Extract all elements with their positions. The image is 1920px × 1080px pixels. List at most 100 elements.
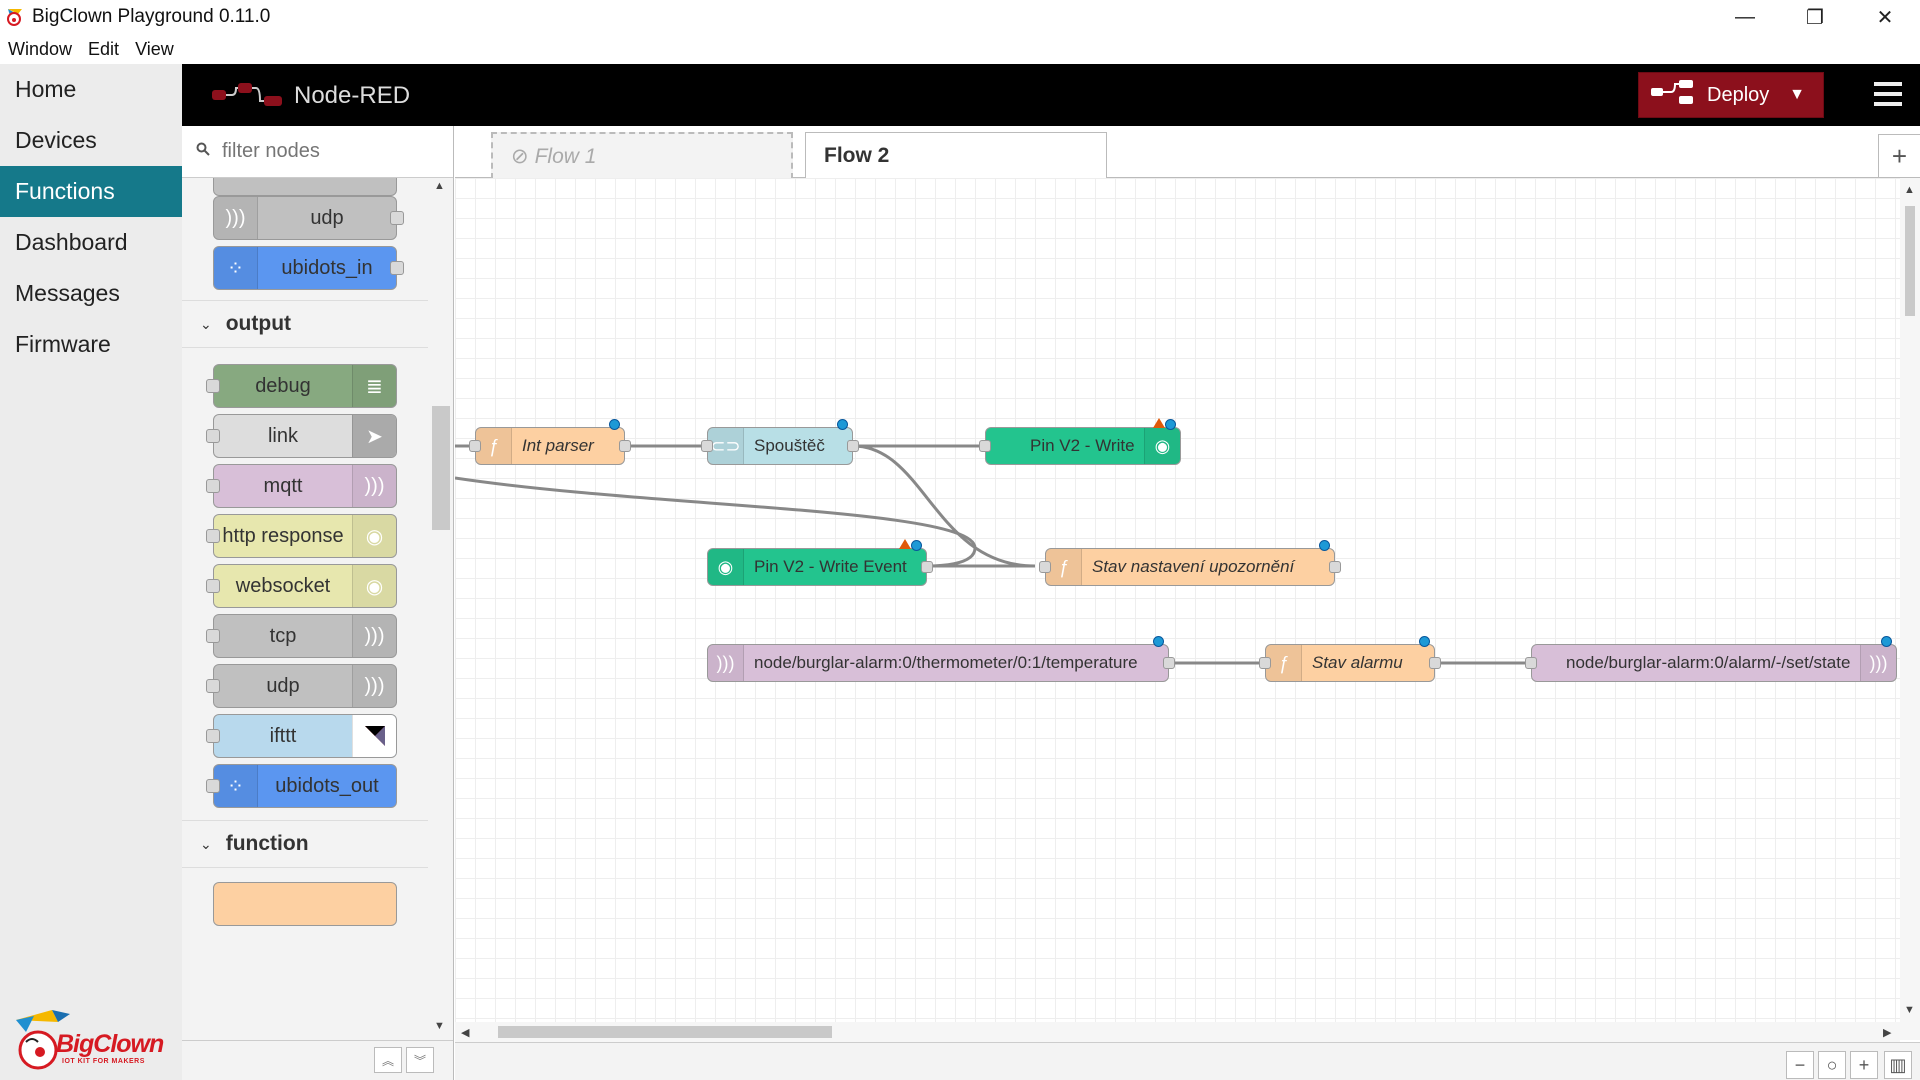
deploy-icon	[1649, 79, 1695, 111]
output-port[interactable]	[921, 561, 933, 573]
flow-node-stav-alarmu[interactable]: ƒ Stav alarmu	[1259, 636, 1441, 682]
category-output-header[interactable]: ⌄ output	[182, 300, 428, 348]
bigclown-app-icon	[6, 7, 24, 27]
palette-node-label: mqtt	[263, 474, 303, 497]
minimize-button[interactable]: —	[1735, 5, 1755, 28]
zoom-in-icon[interactable]: +	[1850, 1051, 1878, 1079]
output-port[interactable]	[1163, 657, 1175, 669]
input-port[interactable]	[701, 440, 713, 452]
menu-edit[interactable]: Edit	[88, 38, 120, 59]
app-sidebar: Home Devices Functions Dashboard Message…	[0, 64, 182, 1080]
scroll-up-icon[interactable]: ▲	[434, 180, 445, 192]
flow-node-int-parser[interactable]: ƒ Int parser	[469, 419, 631, 465]
output-port[interactable]	[390, 211, 404, 225]
flow-node-mqtt-in[interactable]: ))) node/burglar-alarm:0/thermometer/0:1…	[707, 636, 1175, 682]
sidebar-item-home[interactable]: Home	[15, 76, 77, 102]
scroll-left-icon[interactable]: ◀	[461, 1027, 470, 1039]
tab-flow-2[interactable]: Flow 2	[805, 132, 1107, 179]
category-label: output	[225, 312, 292, 335]
palette-scrollbar[interactable]: ▲ ▼	[428, 178, 453, 1038]
deploy-dropdown-icon[interactable]: ▼	[1789, 86, 1805, 103]
input-port[interactable]	[1259, 657, 1271, 669]
navigator-icon[interactable]: ▥	[1884, 1051, 1912, 1079]
palette-node-ifttt[interactable]: ifttt	[206, 714, 397, 758]
output-port[interactable]	[619, 440, 631, 452]
flow-node-pin-v2-write[interactable]: Pin V2 - Write ◉	[979, 418, 1181, 465]
deploy-button[interactable]: Deploy ▼	[1638, 72, 1824, 118]
input-port[interactable]	[979, 440, 991, 452]
collapse-all-icon[interactable]: ︽	[374, 1047, 402, 1073]
output-port[interactable]	[847, 440, 859, 452]
nodered-header: Node-RED Deploy ▼	[182, 64, 1920, 126]
palette-node-websocket[interactable]: websocket ◉	[206, 564, 397, 608]
input-port[interactable]	[206, 629, 220, 643]
palette-node-link[interactable]: link ➤	[206, 414, 397, 458]
maximize-button[interactable]: ❐	[1806, 6, 1824, 29]
vertical-scroll-thumb[interactable]	[1905, 206, 1915, 316]
output-port[interactable]	[390, 261, 404, 275]
sidebar-item-dashboard[interactable]: Dashboard	[15, 229, 128, 255]
palette-node-debug[interactable]: debug ≣	[206, 364, 397, 408]
flow-node-stav-nastaveni[interactable]: ƒ Stav nastavení upozornění	[1039, 540, 1341, 586]
palette-node-udp-out[interactable]: udp )))	[206, 664, 397, 708]
output-port[interactable]	[1329, 561, 1341, 573]
workspace-horizontal-scrollbar[interactable]: ◀ ▶	[455, 1022, 1900, 1042]
menu-view[interactable]: View	[135, 38, 174, 59]
sidebar-item-firmware[interactable]: Firmware	[15, 331, 111, 357]
input-port[interactable]	[206, 429, 220, 443]
palette-node-udp-in[interactable]: ))) udp	[213, 196, 404, 240]
flow-node-mqtt-out[interactable]: node/burglar-alarm:0/alarm/-/set/state )…	[1525, 636, 1897, 682]
deploy-label: Deploy	[1707, 83, 1770, 106]
input-port[interactable]	[206, 579, 220, 593]
workspace-footer: − ○ + ▥	[455, 1042, 1920, 1080]
sidebar-item-devices[interactable]: Devices	[15, 127, 97, 153]
palette-node-tcp[interactable]: tcp )))	[206, 614, 397, 658]
workspace-vertical-scrollbar[interactable]: ▲ ▼	[1900, 178, 1920, 1040]
sidebar-item-messages[interactable]: Messages	[15, 280, 120, 306]
palette-node-label: websocket	[235, 574, 331, 597]
zoom-out-icon[interactable]: −	[1786, 1051, 1814, 1079]
input-port[interactable]	[469, 440, 481, 452]
palette-node-partial-bottom[interactable]	[213, 882, 397, 926]
flow-node-pin-v2-write-event[interactable]: ◉ Pin V2 - Write Event	[707, 539, 933, 586]
palette-node-partial[interactable]	[213, 178, 397, 196]
sidebar-item-functions[interactable]: Functions	[0, 166, 182, 217]
scroll-down-icon[interactable]: ▼	[434, 1020, 445, 1032]
input-port[interactable]	[206, 779, 220, 793]
palette-scroll-thumb[interactable]	[432, 406, 450, 530]
input-port[interactable]	[206, 379, 220, 393]
scroll-right-icon[interactable]: ▶	[1883, 1027, 1892, 1039]
chevron-down-icon: ⌄	[200, 315, 212, 332]
scroll-up-icon[interactable]: ▲	[1904, 184, 1915, 196]
add-flow-icon[interactable]: +	[1878, 134, 1920, 178]
zoom-reset-icon[interactable]: ○	[1818, 1051, 1846, 1079]
input-port[interactable]	[206, 729, 220, 743]
horizontal-scroll-thumb[interactable]	[498, 1026, 832, 1038]
input-port[interactable]	[1525, 657, 1537, 669]
flow-node-label: node/burglar-alarm:0/alarm/-/set/state	[1566, 653, 1851, 672]
input-port[interactable]	[1039, 561, 1051, 573]
palette-node-mqtt[interactable]: mqtt )))	[206, 464, 397, 508]
output-port[interactable]	[1429, 657, 1441, 669]
input-port[interactable]	[206, 479, 220, 493]
tab-flow-1[interactable]: ⊘ Flow 1	[491, 132, 793, 179]
wave-icon: )))	[708, 645, 744, 681]
expand-all-icon[interactable]: ︾	[406, 1047, 434, 1073]
flow-workspace[interactable]: ƒ Int parser ⊂⊃ Spouštěč Pin V2 - Write …	[455, 178, 1920, 1040]
input-port[interactable]	[206, 529, 220, 543]
filter-nodes-input[interactable]	[222, 140, 442, 163]
scroll-down-icon[interactable]: ▼	[1904, 1004, 1915, 1016]
blynk-icon: ◉	[1144, 428, 1180, 464]
palette-node-label: ifttt	[269, 724, 297, 747]
category-function-header[interactable]: ⌄ function	[182, 820, 428, 868]
close-button[interactable]: ✕	[1876, 6, 1894, 29]
palette-node-http-response[interactable]: http response ◉	[206, 514, 397, 558]
palette-node-ubidots-out[interactable]: ⁘ ubidots_out	[206, 764, 397, 808]
input-port[interactable]	[206, 679, 220, 693]
palette-node-ubidots-in[interactable]: ⁘ ubidots_in	[213, 246, 404, 290]
menu-window[interactable]: Window	[8, 38, 73, 59]
flow-node-spoustec[interactable]: ⊂⊃ Spouštěč	[701, 419, 859, 465]
link-icon: ➤	[352, 415, 396, 457]
main-menu-icon[interactable]	[1874, 82, 1902, 106]
bigclown-logo-subtitle: IOT KIT FOR MAKERS	[62, 1058, 145, 1065]
